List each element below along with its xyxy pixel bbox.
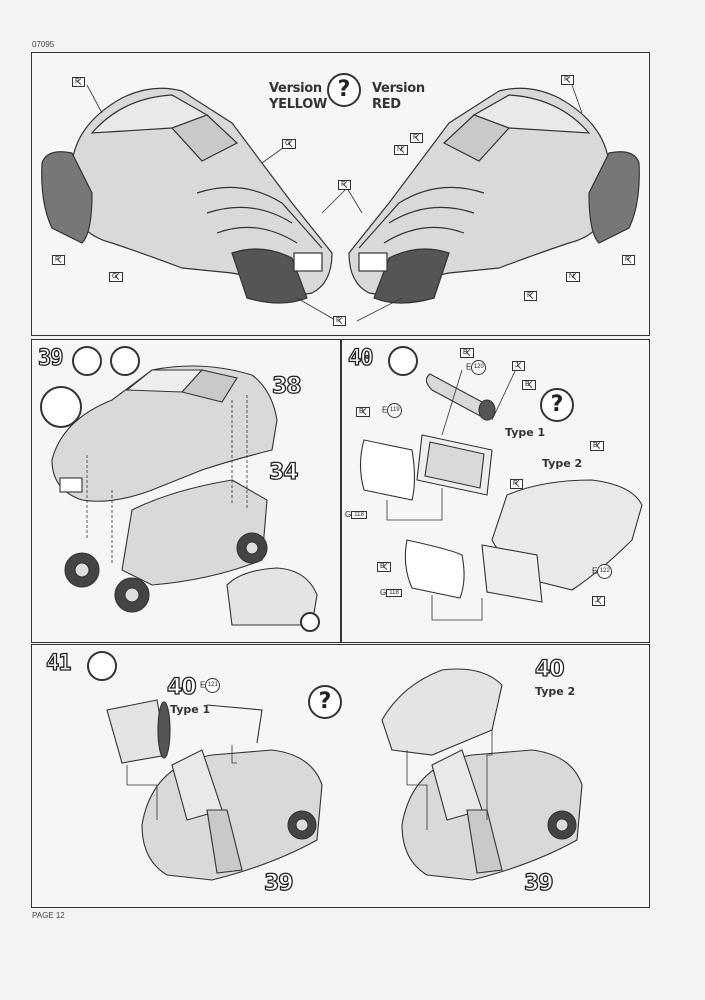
tag-b: B (590, 441, 604, 451)
tag-b: B (460, 348, 474, 358)
ref-circle: 121 (205, 678, 221, 693)
step-41-drawing (106, 668, 583, 881)
step-number: 41 (45, 650, 72, 676)
ref-letter: E (382, 405, 388, 415)
tag-f: F (622, 255, 636, 265)
question-icon: ? (308, 685, 342, 719)
glue-tube-icon (388, 346, 418, 376)
glue-tube-icon (87, 651, 117, 681)
question-icon: ? (540, 388, 574, 422)
question-icon: ? (327, 73, 361, 107)
tag-f: F (510, 479, 524, 489)
tag-f: F (410, 133, 424, 143)
ref-box: 118 (386, 588, 402, 597)
ref-circle: 122 (597, 564, 613, 579)
tag-n: N (394, 145, 409, 155)
version-red-line1: Version (372, 81, 425, 96)
tag-b: B (522, 380, 536, 390)
tag-j: J (592, 596, 605, 606)
ref-letter: G (380, 588, 387, 597)
ref-box: 118 (351, 510, 367, 519)
tag-b: B (377, 562, 391, 572)
ref-circle: 120 (471, 360, 487, 375)
tag-f: F (561, 75, 575, 85)
ref-letter: E (592, 566, 598, 576)
ref-letter: E (466, 362, 472, 372)
part-number-39: 39 (263, 870, 294, 896)
part-number-39: 39 (523, 870, 554, 896)
part-number-34: 34 (268, 459, 299, 485)
tag-g: G (109, 272, 124, 282)
paint-pot-icon (110, 346, 140, 376)
tag-n: N (566, 272, 581, 282)
tag-j: J (512, 361, 525, 371)
step-number: 39 (37, 345, 64, 371)
ref-letter: E (200, 680, 206, 690)
tag-b: B (356, 407, 370, 417)
glue-tube-icon (72, 346, 102, 376)
ref-letter: G (345, 510, 352, 519)
tag-f: F (72, 77, 86, 87)
tag-g: G (282, 139, 297, 149)
kit-code: 07095 (32, 40, 55, 49)
version-cars-drawing (41, 84, 640, 322)
tag-f: F (338, 180, 352, 190)
type-2-label: Type 2 (535, 685, 576, 698)
clock-icon (40, 386, 82, 428)
step-39-drawing (51, 365, 318, 626)
paint-pot-icon (300, 612, 320, 632)
part-number-40: 40 (534, 656, 565, 682)
type-2-label: Type 2 (542, 457, 583, 470)
version-yellow-line2: YELLOW (269, 97, 327, 112)
type-1-label: Type 1 (505, 426, 546, 439)
step-40-drawing (359, 366, 643, 621)
page-number: PAGE 12 (32, 911, 65, 920)
step-39-panel: 39 38 34 (31, 339, 341, 643)
step-number: 40 (347, 345, 374, 371)
tag-f: F (524, 291, 538, 301)
part-number-40: 40 (166, 674, 197, 700)
version-red-line2: RED (372, 97, 401, 112)
tag-f: F (333, 316, 347, 326)
version-panel: Version YELLOW ? Version RED F G F F G F… (31, 52, 650, 336)
part-number-38: 38 (271, 373, 302, 399)
type-1-label: Type 1 (170, 703, 211, 716)
ref-circle: 119 (387, 403, 403, 418)
tag-f: F (52, 255, 66, 265)
version-yellow-line1: Version (269, 81, 322, 96)
